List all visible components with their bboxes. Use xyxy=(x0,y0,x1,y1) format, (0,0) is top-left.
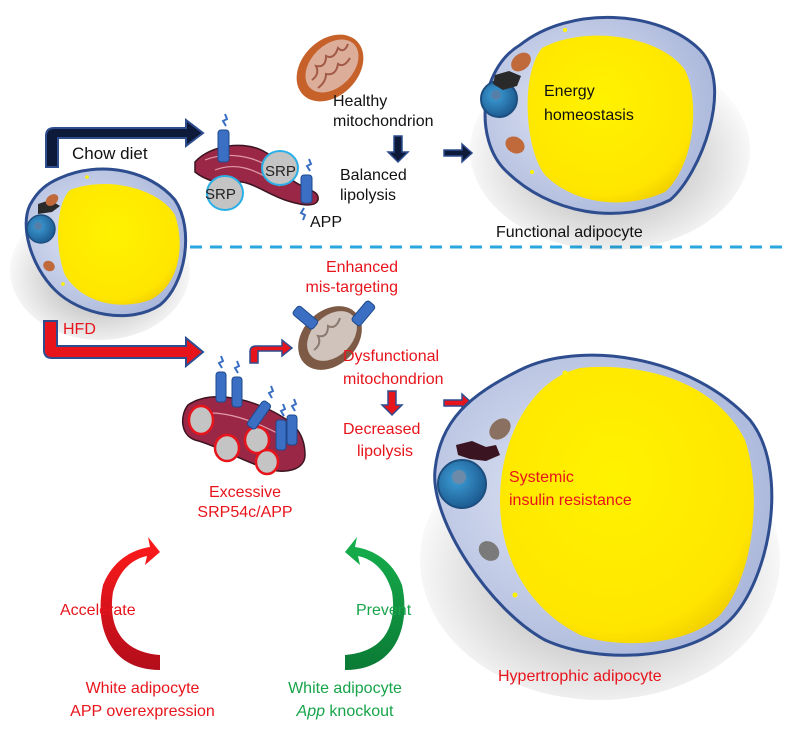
healthy-mito-label-line2: mitochondrion xyxy=(333,113,434,130)
lipid-droplet xyxy=(527,35,694,203)
app-protein xyxy=(217,129,230,163)
mitochondrion xyxy=(489,418,511,440)
dysfunctional-mito-line2: mitochondrion xyxy=(343,371,444,388)
srp-particle xyxy=(187,404,215,436)
excessive-srp-line1: Excessive xyxy=(208,484,282,501)
srp-label: SRP xyxy=(265,163,296,180)
knockout-text: knockout xyxy=(324,703,394,720)
app-overexpression-line2: APP overexpression xyxy=(70,703,215,720)
app-knockout-line1: White adipocyte xyxy=(288,680,402,697)
app-overexpression-line1: White adipocyte xyxy=(85,680,200,697)
hypertrophic-adipocyte-caption: Hypertrophic adipocyte xyxy=(498,668,662,685)
lipid-droplet xyxy=(58,184,180,305)
accelerate-arc-arrow xyxy=(100,537,160,670)
excessive-srp-line2: SRP54c/APP xyxy=(197,504,293,521)
starting-adipocyte xyxy=(10,167,190,340)
app-protein xyxy=(246,400,272,430)
hfd-arrow xyxy=(43,320,205,369)
srp-particle xyxy=(213,433,241,463)
healthy-mito-label-line1: Healthy xyxy=(333,93,388,110)
mitochondrion xyxy=(511,52,531,72)
prevent-arc-arrow xyxy=(345,537,405,670)
lipid-droplet xyxy=(500,366,754,644)
nucleus xyxy=(26,214,56,244)
accelerate-label: Accelerate xyxy=(60,602,136,619)
er-blob xyxy=(493,71,521,90)
balanced-lipolysis-line2: lipolysis xyxy=(340,187,397,204)
enhanced-mistargeting-line2: mis-targeting xyxy=(305,279,398,296)
srp-particle xyxy=(206,175,244,211)
mitochondrion xyxy=(45,194,59,206)
app-knockout-line2: App knockout xyxy=(270,702,420,722)
mistargeting-arrow xyxy=(249,338,294,364)
er-blob xyxy=(456,441,500,461)
app-protein xyxy=(275,419,287,451)
app-protein xyxy=(292,305,319,330)
srp-particle xyxy=(261,150,299,186)
srp-particle xyxy=(254,448,280,476)
hypertrophic-adipocyte xyxy=(420,353,780,700)
app-protein xyxy=(286,414,298,446)
healthy-mitochondrion xyxy=(296,34,364,102)
app-protein xyxy=(215,371,227,403)
down-arrow xyxy=(380,390,404,417)
app-protein xyxy=(231,376,243,408)
balanced-lipolysis-line1: Balanced xyxy=(340,167,407,184)
srp-label: SRP xyxy=(205,186,236,203)
energy-homeostasis-line1: Energy xyxy=(544,83,595,100)
down-arrow xyxy=(386,135,410,164)
app-protein xyxy=(300,174,313,204)
er-srp-app-normal xyxy=(194,113,319,221)
nucleus xyxy=(437,459,487,509)
systemic-insulin-line2: insulin resistance xyxy=(509,492,632,509)
decreased-lipolysis-line1: Decreased xyxy=(343,421,421,438)
functional-adipocyte-caption: Functional adipocyte xyxy=(496,224,643,241)
chow-diet-arrow xyxy=(45,117,205,168)
mitochondrion xyxy=(478,541,500,561)
right-arrow xyxy=(443,142,474,164)
app-protein xyxy=(351,300,376,327)
functional-adipocyte xyxy=(470,15,750,250)
dysfunctional-mito-line1: Dysfunctional xyxy=(343,348,440,365)
mitochondrion xyxy=(505,136,525,154)
dysfunctional-mitochondrion xyxy=(292,300,376,370)
energy-homeostasis-line2: homeostasis xyxy=(544,107,634,124)
prevent-label: Prevent xyxy=(356,602,412,619)
hfd-label: HFD xyxy=(63,321,96,338)
app-label: APP xyxy=(310,214,343,231)
chow-diet-label: Chow diet xyxy=(72,144,148,163)
decreased-lipolysis-line2: lipolysis xyxy=(357,443,414,460)
app-gene-name: App xyxy=(296,703,325,720)
mitochondrion xyxy=(43,260,55,272)
systemic-insulin-line1: Systemic xyxy=(509,469,574,486)
enhanced-mistargeting-line1: Enhanced xyxy=(325,259,398,276)
er-srp-app-excessive xyxy=(181,355,306,476)
